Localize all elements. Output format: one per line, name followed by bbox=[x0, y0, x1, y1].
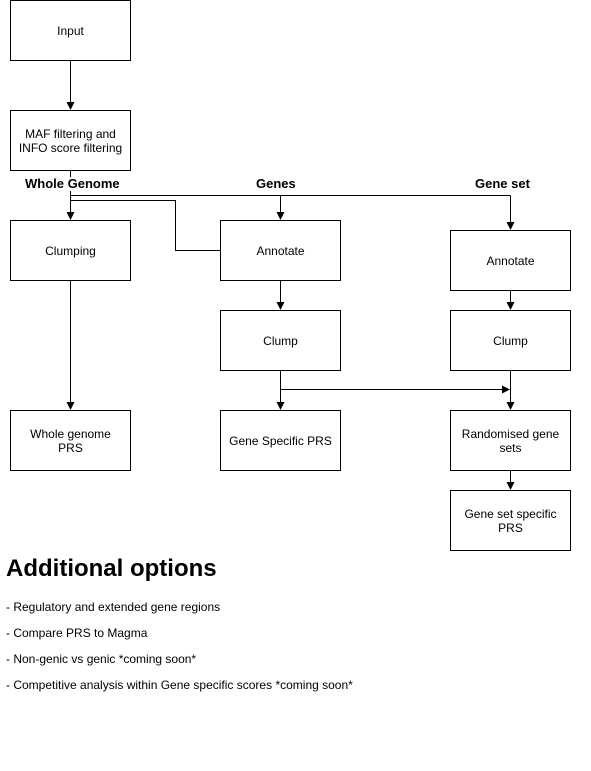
option-item: - Compare PRS to Magma bbox=[6, 626, 148, 640]
option-item: - Non-genic vs genic *coming soon* bbox=[6, 652, 197, 666]
node-maf-filtering: MAF filtering and INFO score filtering bbox=[10, 110, 131, 171]
additional-options-list: - Regulatory and extended gene regions -… bbox=[6, 600, 353, 704]
header-genes: Genes bbox=[255, 176, 297, 191]
edge-maf-side-link bbox=[70, 200, 220, 251]
header-whole-genome: Whole Genome bbox=[24, 176, 121, 191]
additional-options-title: Additional options bbox=[6, 555, 217, 582]
option-item: - Regulatory and extended gene regions bbox=[6, 600, 221, 614]
node-set-annotate: Annotate bbox=[450, 230, 571, 291]
node-clumping: Clumping bbox=[10, 220, 131, 281]
header-gene-set: Gene set bbox=[474, 176, 531, 191]
node-gene-set-specific-prs: Gene set specific PRS bbox=[450, 490, 571, 551]
node-genes-annotate: Annotate bbox=[220, 220, 341, 281]
node-whole-genome-prs: Whole genome PRS bbox=[10, 410, 131, 471]
node-gene-specific-prs: Gene Specific PRS bbox=[220, 410, 341, 471]
node-set-clump: Clump bbox=[450, 310, 571, 371]
node-input: Input bbox=[10, 0, 131, 61]
node-randomised-gene-sets: Randomised gene sets bbox=[450, 410, 571, 471]
option-item: - Competitive analysis within Gene speci… bbox=[6, 678, 353, 692]
node-genes-clump: Clump bbox=[220, 310, 341, 371]
